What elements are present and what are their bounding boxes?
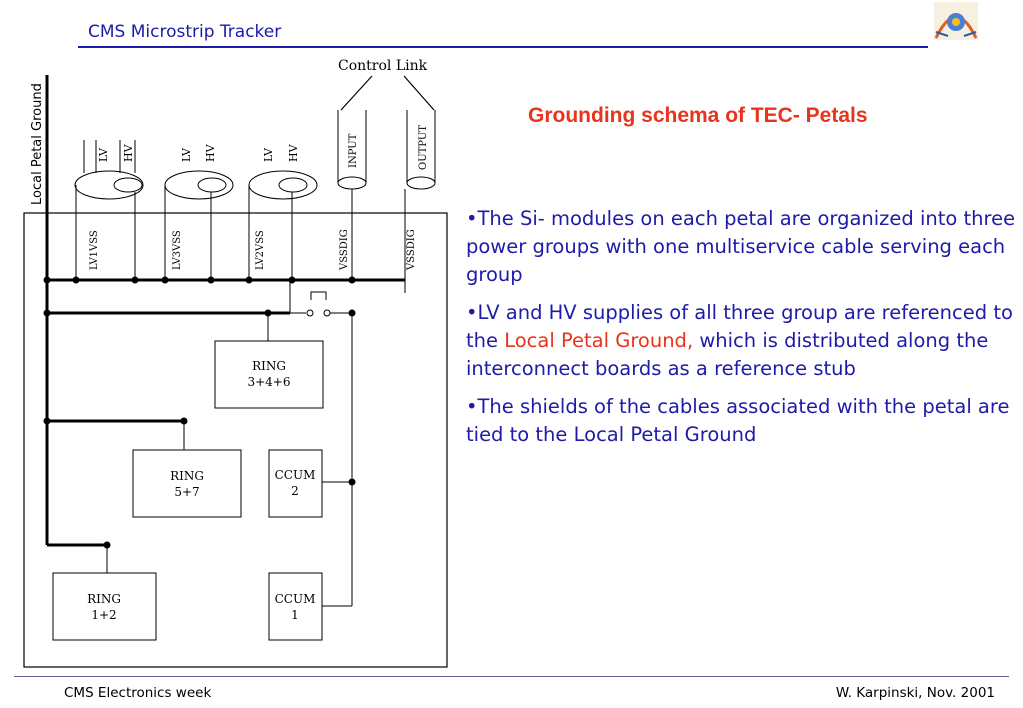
petal-outline [23, 212, 448, 668]
control-link-line-left [340, 75, 373, 111]
svg-text:LV: LV [180, 147, 193, 162]
svg-text:OUTPUT: OUTPUT [418, 125, 429, 170]
local-petal-ground-label: Local Petal Ground [30, 83, 45, 205]
svg-text:LV: LV [97, 147, 110, 162]
svg-text:VSSDIG: VSSDIG [339, 229, 350, 271]
header-rule [78, 46, 928, 48]
input-cable: INPUT [337, 110, 367, 280]
svg-text:INPUT: INPUT [348, 133, 359, 168]
footer-rule [14, 676, 1009, 677]
cable-group-3: LV HV [248, 143, 318, 280]
svg-text:RING: RING [170, 469, 204, 483]
ring-5-7: RING 5+7 [132, 449, 242, 518]
control-link-label: Control Link [338, 58, 428, 74]
svg-text:1: 1 [291, 608, 299, 622]
svg-text:LV1VSS: LV1VSS [89, 230, 100, 270]
svg-text:3+4+6: 3+4+6 [247, 375, 290, 389]
svg-text:2: 2 [291, 484, 299, 498]
ring-3-4-6: RING 3+4+6 [214, 340, 324, 409]
footer-left: CMS Electronics week [64, 685, 212, 701]
bullet-list: •The Si- modules on each petal are organ… [466, 205, 1018, 459]
local-petal-ground-highlight: Local Petal Ground, [504, 329, 694, 352]
svg-text:HV: HV [287, 143, 300, 162]
svg-text:5+7: 5+7 [174, 485, 199, 499]
ccum-2: CCUM 2 [268, 449, 323, 518]
svg-text:LV: LV [262, 147, 275, 162]
bullet-3: •The shields of the cables associated wi… [466, 395, 1010, 446]
ring-1-2: RING 1+2 [52, 572, 157, 641]
svg-text:LV2VSS: LV2VSS [255, 230, 266, 270]
svg-text:HV: HV [204, 143, 217, 162]
cable-group-2: LV HV [164, 143, 234, 280]
cms-logo-icon [934, 2, 978, 40]
bullet-2: •LV and HV supplies of all three group a… [466, 301, 1013, 380]
control-link-line-right [403, 75, 435, 111]
ground-switch [289, 280, 352, 317]
svg-text:CCUM: CCUM [275, 592, 316, 606]
ccum-1: CCUM 1 [268, 572, 323, 641]
svg-text:RING: RING [87, 592, 121, 606]
header-title: CMS Microstrip Tracker [88, 22, 282, 42]
svg-text:RING: RING [252, 359, 286, 373]
svg-text:HV: HV [122, 143, 135, 162]
bullet-1: •The Si- modules on each petal are organ… [466, 207, 1016, 286]
svg-text:1+2: 1+2 [91, 608, 116, 622]
svg-text:CCUM: CCUM [275, 468, 316, 482]
slide-title: Grounding schema of TEC- Petals [528, 104, 868, 127]
output-cable: OUTPUT [404, 110, 436, 280]
svg-text:VSSDIG: VSSDIG [406, 229, 417, 271]
cable-group-1: LV HV [74, 140, 144, 280]
footer-right: W. Karpinski, Nov. 2001 [835, 685, 995, 701]
grounding-diagram: Control Link Local Petal Ground LV HV LV… [23, 58, 448, 668]
svg-text:LV3VSS: LV3VSS [172, 230, 183, 270]
